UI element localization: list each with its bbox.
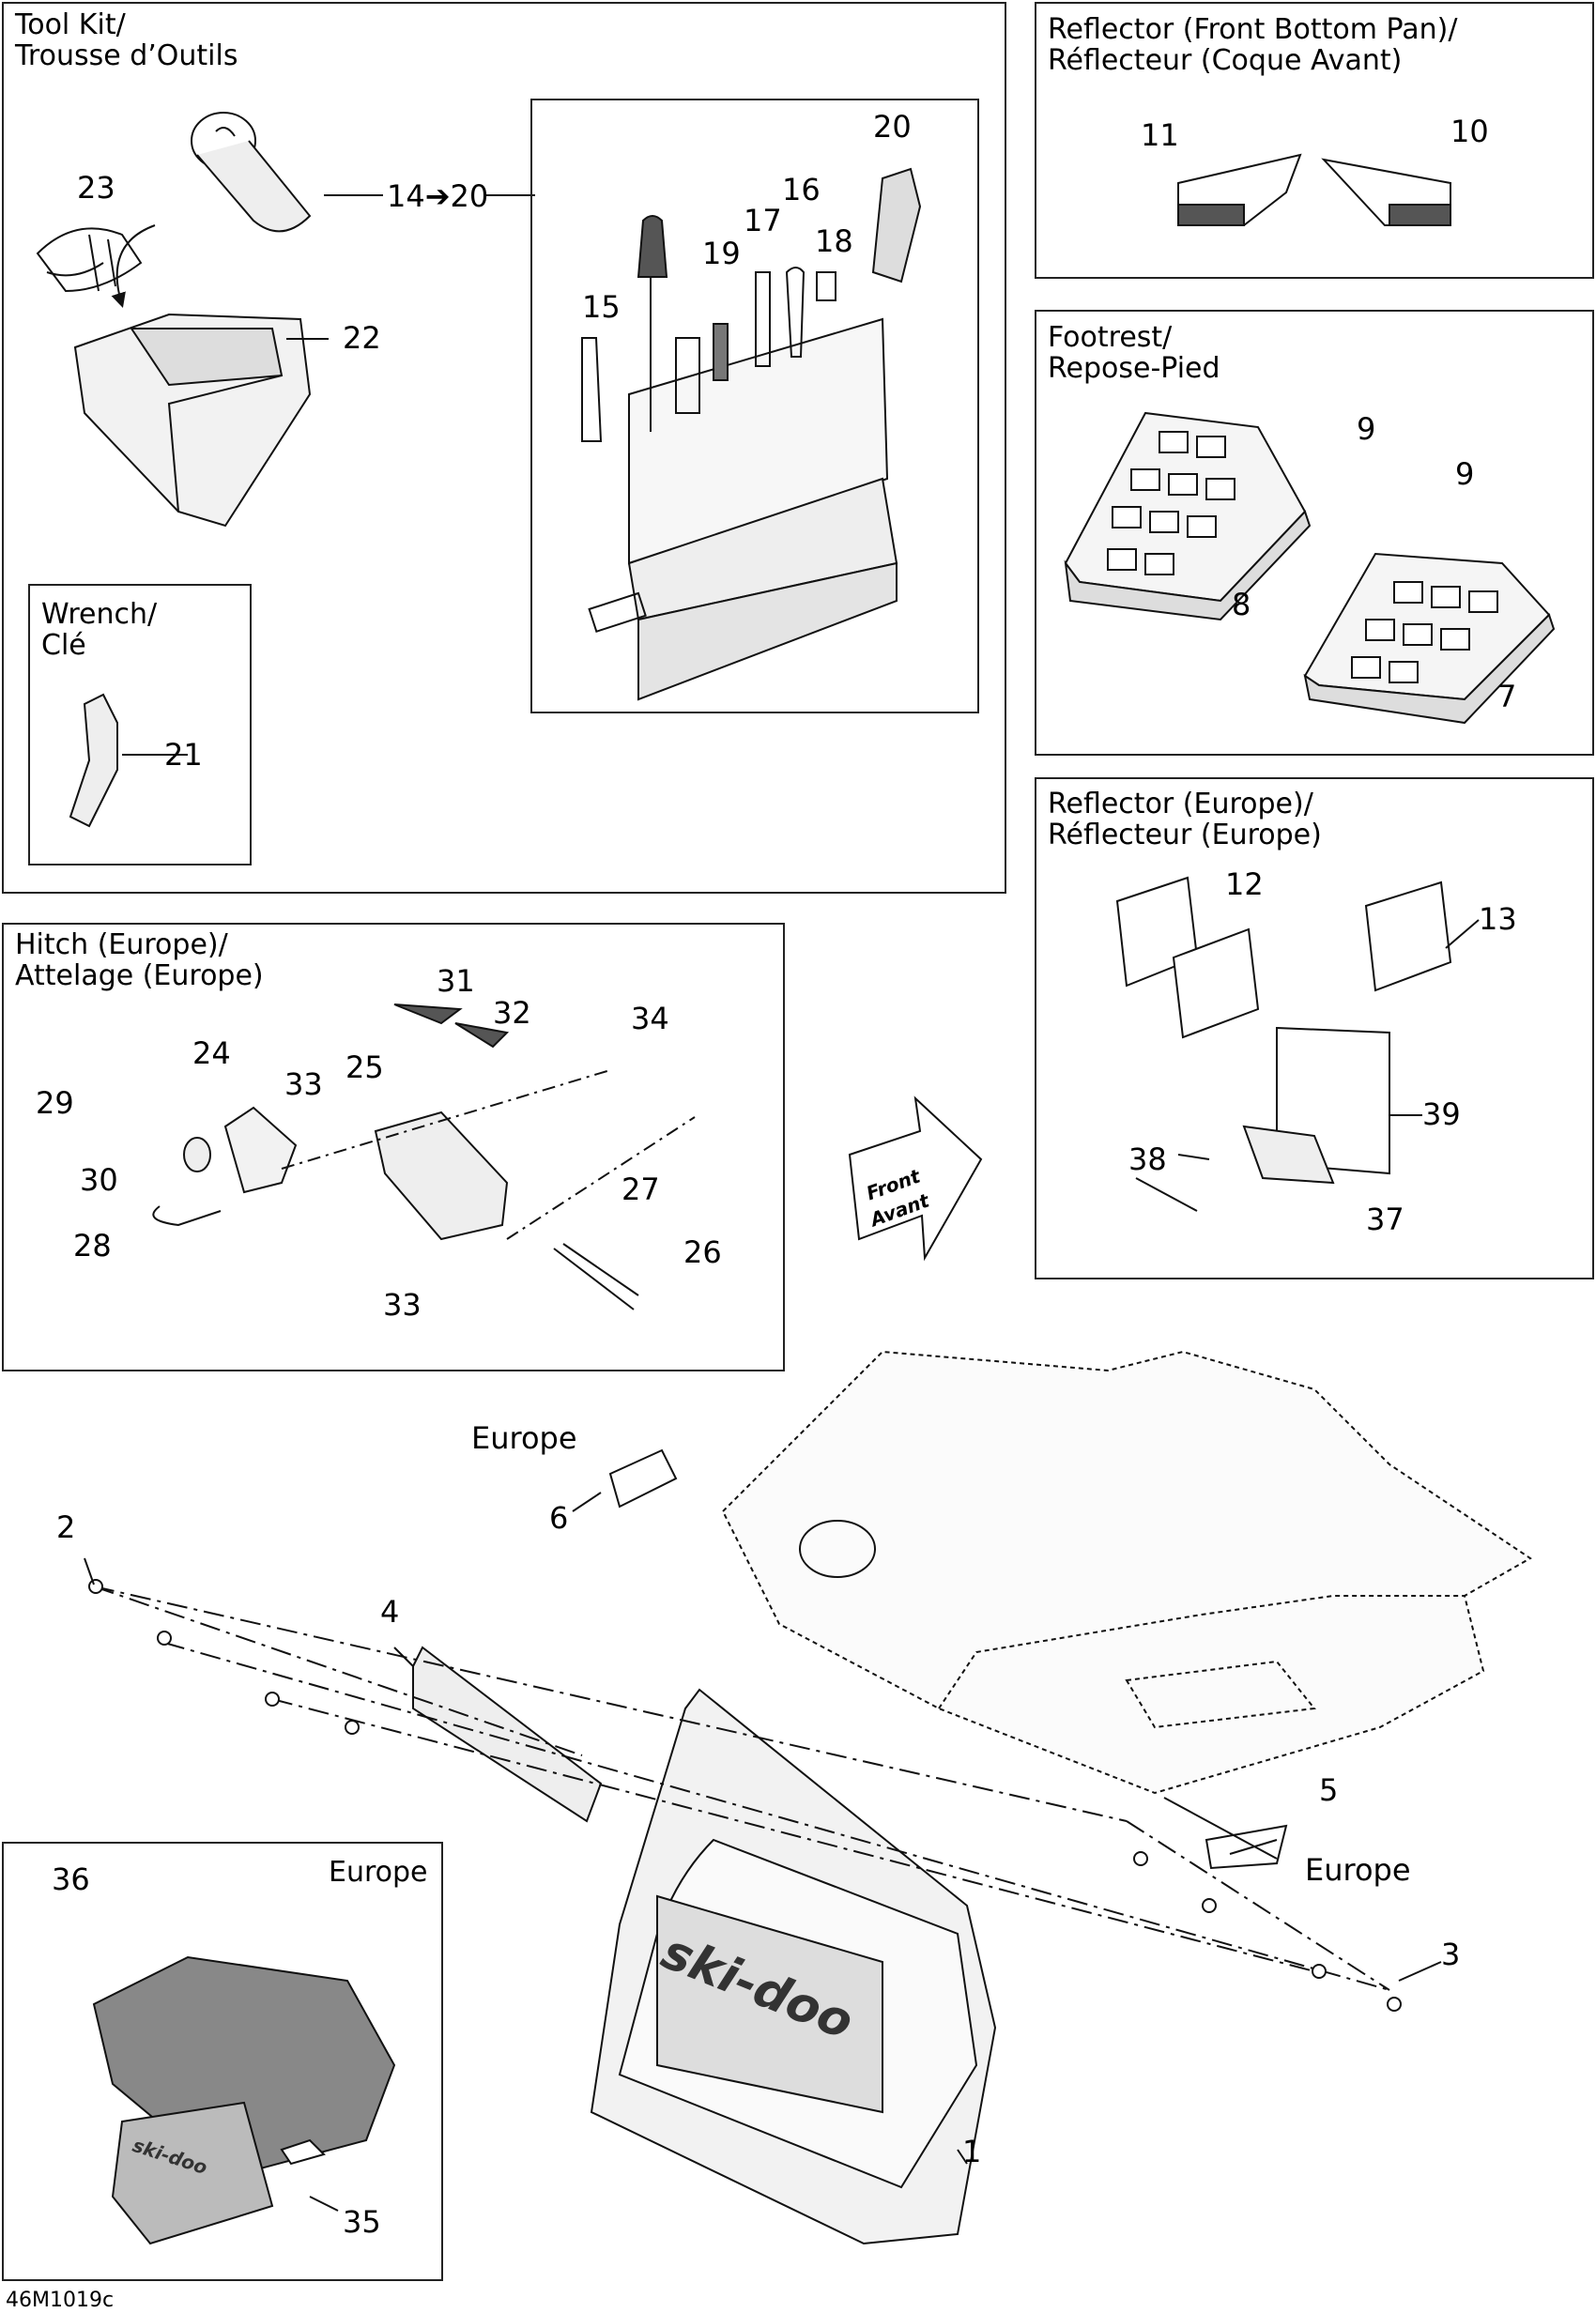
callout-38: 38 <box>1128 1141 1167 1177</box>
callout-33-a: 33 <box>284 1066 323 1102</box>
wrench-drawing <box>69 693 118 828</box>
tunnel-drawing <box>721 1350 1532 1795</box>
front-arrow-drawing <box>848 1095 983 1262</box>
reflector-12b-drawing <box>1172 927 1260 1039</box>
panel-reflector-europe <box>1035 777 1594 1279</box>
callout-24: 24 <box>192 1035 231 1071</box>
reflector-6-drawing <box>608 1448 678 1509</box>
footrest-7-drawing <box>1303 552 1556 725</box>
wrench-title: Wrench/ Clé <box>41 598 158 662</box>
callout-35: 35 <box>343 2204 381 2240</box>
callout-36: 36 <box>52 1861 90 1897</box>
callout-14-20: 14➔20 <box>387 178 489 214</box>
callout-7: 7 <box>1497 679 1517 714</box>
callout-11: 11 <box>1141 117 1179 153</box>
callout-39: 39 <box>1422 1096 1461 1132</box>
reflector-4-drawing <box>412 1646 603 1823</box>
callout-9-a: 9 <box>1357 411 1376 447</box>
panel-footrest <box>1035 310 1594 756</box>
reflector-13-drawing <box>1364 881 1452 992</box>
callout-9-b: 9 <box>1455 456 1475 492</box>
callout-6: 6 <box>549 1500 569 1536</box>
europe-label-5: Europe <box>1305 1852 1411 1888</box>
snowflap-drawing <box>590 1688 997 2245</box>
tool-tray-drawing <box>581 167 922 701</box>
callout-5: 5 <box>1319 1772 1339 1808</box>
callout-26: 26 <box>683 1234 722 1270</box>
drawing-code: 46M1019c <box>6 2289 115 2312</box>
reflector-front-title: Reflector (Front Bottom Pan)/ Réflecteur… <box>1048 13 1458 77</box>
callout-13: 13 <box>1479 901 1517 937</box>
callout-28: 28 <box>73 1228 112 1264</box>
callout-2: 2 <box>56 1509 76 1545</box>
callout-27: 27 <box>622 1172 660 1207</box>
callout-29: 29 <box>36 1085 74 1121</box>
callout-30: 30 <box>80 1162 118 1198</box>
callout-37: 37 <box>1366 1202 1404 1237</box>
panel-reflector-front <box>1035 2 1594 279</box>
panel-tools <box>530 99 979 713</box>
callout-15: 15 <box>582 289 621 325</box>
callout-18: 18 <box>815 223 853 259</box>
callout-3: 3 <box>1441 1937 1461 1972</box>
callout-4: 4 <box>380 1594 400 1630</box>
europe-inset-title: Europe <box>329 1856 428 1889</box>
callout-17: 17 <box>744 203 782 238</box>
panel-tool-kit <box>2 2 1006 894</box>
callout-34: 34 <box>631 1001 669 1036</box>
callout-25: 25 <box>345 1049 384 1085</box>
inset-snowmobile-drawing <box>92 1955 396 2245</box>
callout-20: 20 <box>873 109 912 145</box>
callout-19: 19 <box>702 236 741 271</box>
callout-31: 31 <box>437 963 475 999</box>
strap-drawing <box>36 227 143 293</box>
reflector-europe-title: Reflector (Europe)/ Réflecteur (Europe) <box>1048 788 1322 851</box>
plate-holder-37-drawing <box>1242 1125 1335 1185</box>
callout-10: 10 <box>1450 114 1489 149</box>
footrest-8-drawing <box>1064 411 1312 621</box>
callout-33-b: 33 <box>383 1287 422 1323</box>
europe-label-6: Europe <box>471 1420 577 1456</box>
hitch-title: Hitch (Europe)/ Attelage (Europe) <box>15 928 264 992</box>
callout-32: 32 <box>493 995 531 1031</box>
tool-kit-title: Tool Kit/ Trousse d’Outils <box>15 8 238 72</box>
footrest-title: Footrest/ Repose-Pied <box>1048 321 1220 385</box>
panel-hitch <box>2 923 785 1371</box>
panel-wrench <box>28 584 252 865</box>
callout-23: 23 <box>77 170 115 206</box>
tool-holder-drawing <box>73 313 312 528</box>
hitch-drawing <box>152 1003 639 1310</box>
callout-21: 21 <box>164 737 203 773</box>
callout-22: 22 <box>343 320 381 356</box>
panel-europe-inset <box>2 1842 443 2281</box>
tool-roll-drawing <box>191 112 312 233</box>
callout-16: 16 <box>782 172 821 207</box>
callout-8: 8 <box>1232 587 1251 622</box>
callout-1: 1 <box>962 2134 982 2169</box>
callout-12: 12 <box>1225 866 1264 902</box>
reflector-5-drawing <box>1205 1824 1288 1870</box>
